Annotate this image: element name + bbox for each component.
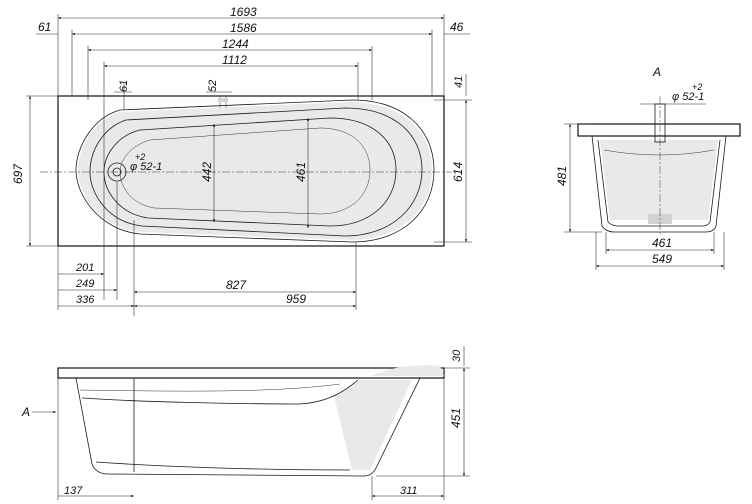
drain-outer xyxy=(107,162,127,182)
dim-827: 827 xyxy=(226,278,247,292)
side-headrest-shade xyxy=(372,365,444,376)
section-inner-line xyxy=(603,149,715,156)
dim-311: 311 xyxy=(400,485,418,497)
section-view: A +2 φ 52-1 481 461 549 xyxy=(555,65,741,270)
drain-tolerance: +2 xyxy=(135,152,145,162)
side-view: A 451 30 137 311 xyxy=(21,346,470,500)
dim-461-top: 461 xyxy=(294,162,308,182)
drain-inner xyxy=(112,167,122,177)
dim-1586: 1586 xyxy=(230,21,257,35)
dim-137: 137 xyxy=(64,485,83,497)
section-tolerance: +2 xyxy=(692,82,702,92)
dim-442: 442 xyxy=(200,162,214,182)
dim-1112: 1112 xyxy=(222,53,247,67)
side-arrow-label: A xyxy=(21,405,30,419)
dim-1244: 1244 xyxy=(222,37,249,51)
dim-336: 336 xyxy=(76,294,95,306)
dim-201: 201 xyxy=(75,262,94,274)
side-rim xyxy=(57,367,445,379)
dim-1693: 1693 xyxy=(230,5,257,19)
basin-floor-contour xyxy=(103,117,397,227)
dim-959: 959 xyxy=(286,292,306,306)
dim-249: 249 xyxy=(75,278,94,290)
side-inner-rim-line xyxy=(81,379,359,405)
section-label: A xyxy=(652,65,661,79)
dim-614: 614 xyxy=(451,162,465,182)
dim-46: 46 xyxy=(450,20,464,34)
side-shading xyxy=(334,380,412,470)
section-shading xyxy=(600,140,718,220)
dim-30: 30 xyxy=(451,349,463,362)
side-outer-body xyxy=(75,377,421,477)
side-floor-line xyxy=(95,461,351,471)
side-inner-line-2 xyxy=(79,383,341,392)
tub-outer-rim xyxy=(57,95,445,247)
dim-61-top: 61 xyxy=(38,20,51,34)
dim-481: 481 xyxy=(555,166,569,186)
basin-bottom-contour xyxy=(119,127,371,215)
dim-451: 451 xyxy=(449,408,463,428)
drain-diameter: φ 52-1 xyxy=(130,161,162,173)
top-view: 1693 1586 61 46 1244 1112 61 52 697 614 … xyxy=(11,5,472,316)
dim-549: 549 xyxy=(652,252,672,266)
dim-697: 697 xyxy=(11,163,25,184)
overflow-block xyxy=(218,98,228,102)
basin-inner-contour xyxy=(89,107,423,237)
dim-41: 41 xyxy=(453,76,465,88)
basin-shading xyxy=(78,102,432,240)
dim-61-small: 61 xyxy=(118,80,130,92)
basin-outer-contour xyxy=(75,99,435,243)
section-rim xyxy=(577,123,741,137)
dim-52: 52 xyxy=(207,80,219,92)
section-drain-diameter: φ 52-1 xyxy=(672,91,704,103)
dim-461-section: 461 xyxy=(652,236,672,250)
